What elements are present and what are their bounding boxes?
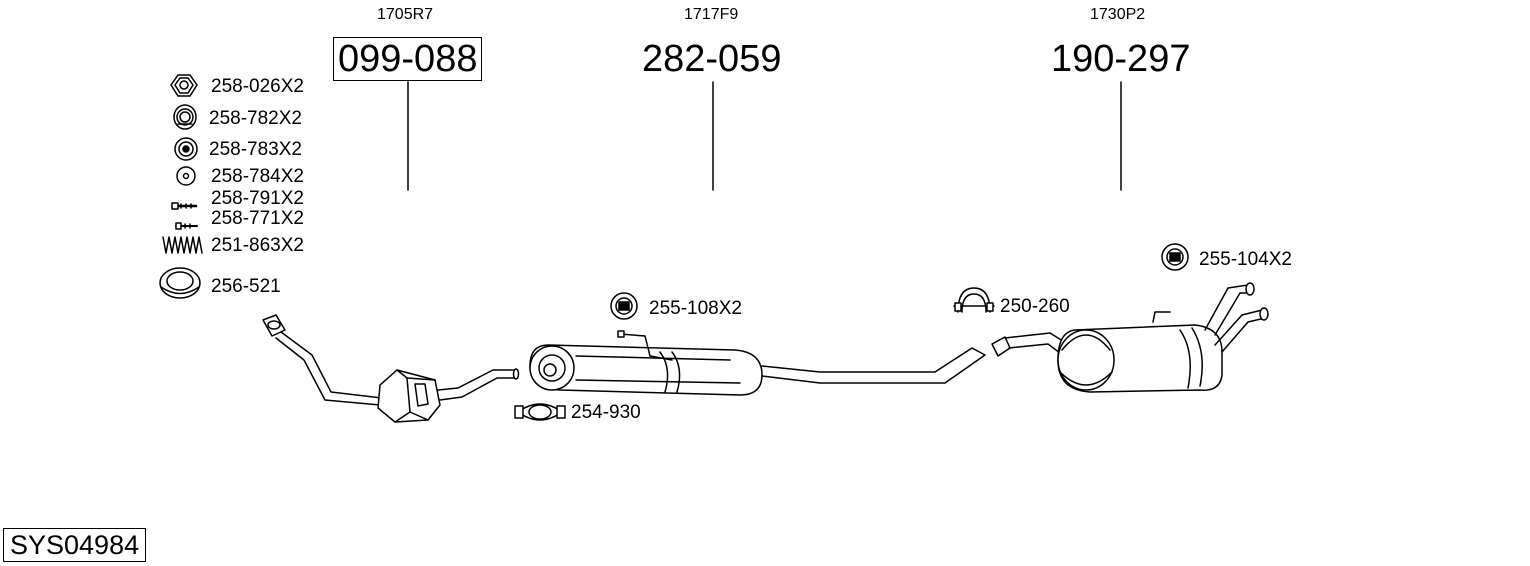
fitting-label-5: 258-791X2 (211, 188, 304, 209)
spring-icon (162, 236, 203, 254)
rubber-mount-icon (173, 104, 197, 130)
part-number-3[interactable]: 190-297 (1051, 38, 1191, 80)
callout-label-hanger-1: 255-108X2 (649, 298, 742, 319)
front-pipe-catalyst (262, 314, 520, 423)
fitting-label-1: 258-026X2 (211, 76, 304, 97)
part-code-1: 1705R7 (377, 6, 434, 23)
part-code-2: 1717F9 (684, 6, 739, 23)
fitting-label-2: 258-782X2 (209, 108, 302, 129)
rubber-ring-icon (174, 137, 198, 161)
rear-silencer (991, 282, 1269, 393)
part-code-3: 1730P2 (1090, 6, 1146, 23)
callout-label-clamp-1: 254-930 (571, 402, 641, 423)
system-id: SYS04984 (3, 528, 147, 562)
rubber-hanger-icon-1 (610, 292, 638, 320)
rubber-hanger-icon-2 (1161, 243, 1189, 271)
washer-icon (176, 166, 196, 186)
pipe-clamp-icon (514, 403, 566, 421)
bolt-icon-2 (175, 222, 198, 230)
gasket-icon (159, 267, 201, 299)
fitting-label-6: 258-771X2 (211, 208, 304, 229)
fitting-label-7: 251-863X2 (211, 235, 304, 256)
part-number-2[interactable]: 282-059 (642, 38, 782, 80)
fitting-label-8: 256-521 (211, 276, 281, 297)
middle-silencer (529, 330, 986, 396)
bolt-icon-1 (171, 202, 198, 210)
fitting-label-3: 258-783X2 (209, 139, 302, 160)
callout-label-clamp-2: 250-260 (1000, 296, 1070, 317)
fitting-label-4: 258-784X2 (211, 166, 304, 187)
u-clamp-icon (953, 287, 995, 313)
hex-nut-icon (170, 74, 198, 97)
callout-label-hanger-2: 255-104X2 (1199, 249, 1292, 270)
part-number-1[interactable]: 099-088 (333, 37, 483, 81)
